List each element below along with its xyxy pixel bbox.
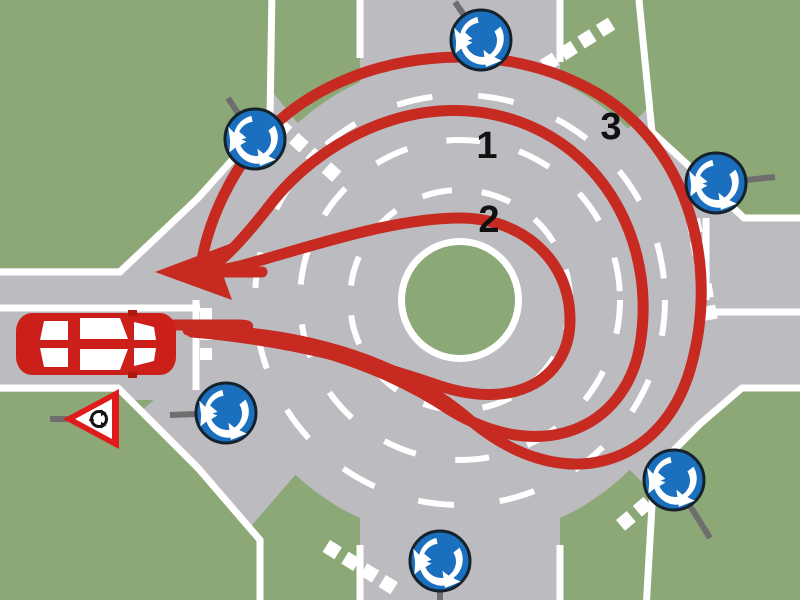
entry-stem [166, 319, 254, 338]
sign-top [449, 0, 513, 72]
sign-lower-right [642, 448, 713, 540]
path-1 [184, 104, 649, 442]
path-label-1: 1 [476, 125, 497, 167]
path-2 [186, 212, 576, 400]
sign-bottom [408, 529, 472, 600]
sign-lower-left [169, 381, 258, 445]
vehicle-car [16, 310, 176, 378]
central-island [398, 238, 522, 362]
sign-upper-left [223, 96, 287, 171]
exit-arrowhead [155, 243, 268, 300]
path-label-2: 2 [478, 199, 499, 241]
path-label-3: 3 [600, 106, 621, 148]
sign-right [684, 151, 776, 215]
warning-roundabout-ahead-sign [50, 389, 119, 449]
